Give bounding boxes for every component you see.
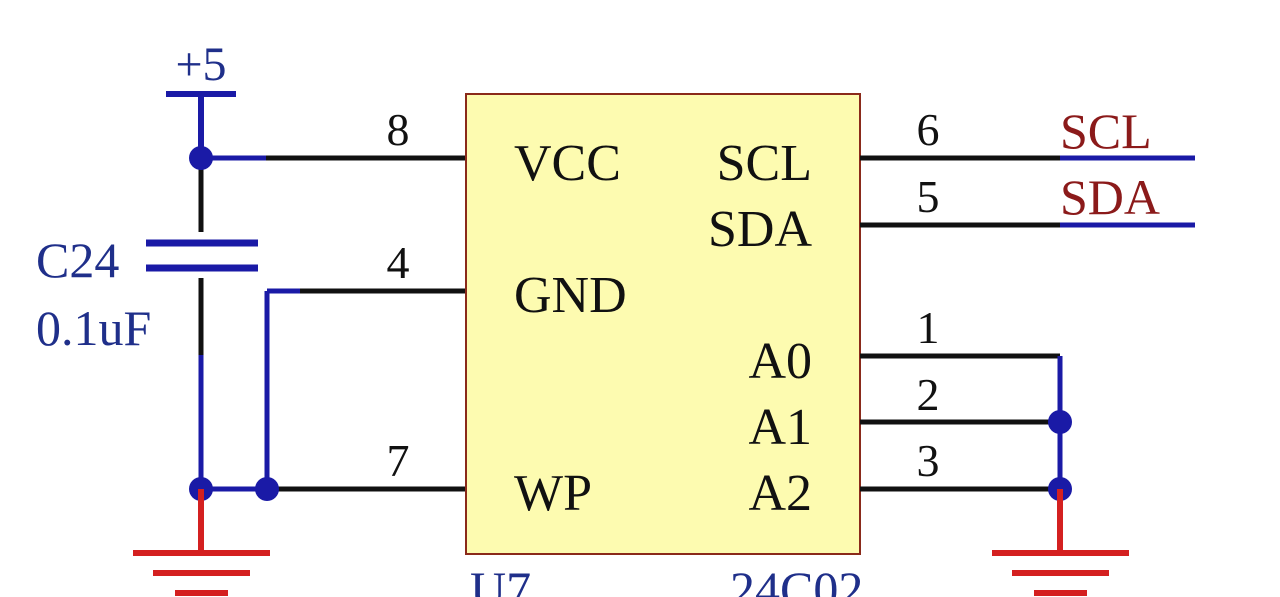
- ground-symbol-left: [133, 489, 270, 596]
- capacitor-designator: C24: [36, 232, 119, 288]
- net-label-scl: SCL: [1060, 103, 1152, 159]
- capacitor-value: 0.1uF: [36, 300, 151, 356]
- power-label: +5: [175, 38, 226, 91]
- junction-a1: [1048, 410, 1072, 434]
- pin-number-6: 6: [917, 104, 940, 155]
- pin-number-3: 3: [917, 435, 940, 486]
- junction-wp: [255, 477, 279, 501]
- net-label-sda: SDA: [1060, 169, 1160, 225]
- pin-name-a0: A0: [748, 333, 812, 390]
- pin-number-4: 4: [387, 237, 410, 288]
- capacitor-c24: C24 0.1uF: [36, 232, 258, 356]
- pin-name-a1: A1: [748, 399, 812, 456]
- pin-number-2: 2: [917, 369, 940, 420]
- pin-name-vcc: VCC: [514, 135, 621, 192]
- pin-name-scl: SCL: [717, 135, 812, 192]
- pin-number-5: 5: [917, 171, 940, 222]
- ic-body: [465, 93, 861, 555]
- pin-name-gnd: GND: [514, 267, 627, 324]
- pin-name-sda: SDA: [708, 201, 812, 258]
- pin-number-7: 7: [387, 435, 410, 486]
- pin-number-8: 8: [387, 104, 410, 155]
- ic-part-number: 24C02: [730, 561, 863, 597]
- ic-designator: U7: [470, 561, 531, 597]
- pin-number-1: 1: [917, 302, 940, 353]
- pin-name-a2: A2: [748, 465, 812, 522]
- ground-symbol-right: [992, 489, 1129, 596]
- junction-vcc: [189, 146, 213, 170]
- power-symbol-5v: +5: [166, 38, 236, 158]
- pin-name-wp: WP: [514, 465, 592, 522]
